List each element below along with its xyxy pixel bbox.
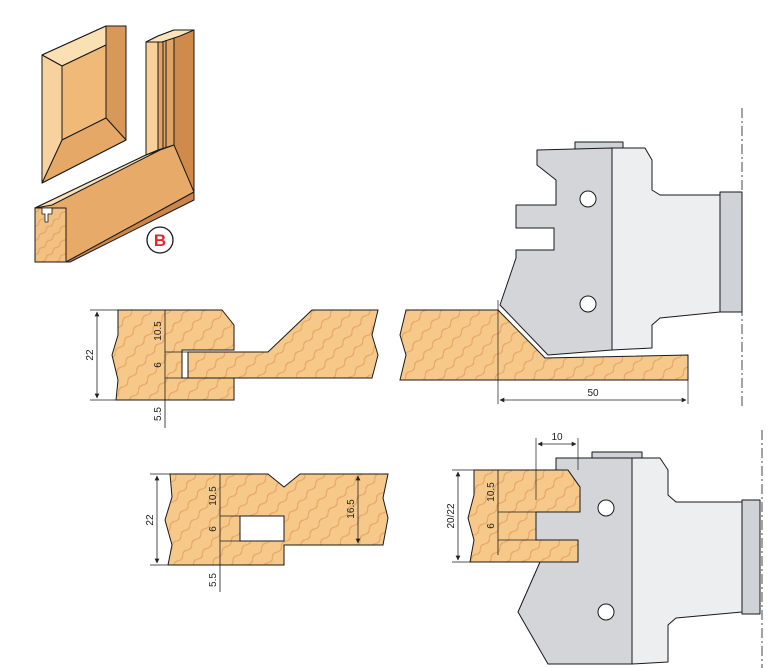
- bottom-cutter-width-label: 10: [551, 432, 563, 443]
- bottom-lower-offset-label: 5.5: [208, 573, 219, 587]
- top-groove-label: 6: [153, 362, 164, 368]
- badge-label: B: [154, 231, 166, 250]
- bottom-groove-label: 6: [208, 526, 219, 532]
- top-height-label: 22: [85, 349, 96, 361]
- top-right-cutter: [499, 108, 743, 408]
- bottom-left-profile: [150, 473, 389, 592]
- bottom-cutter-groove-label: 6: [486, 523, 497, 529]
- top-upper-offset-label: 10.5: [153, 321, 164, 341]
- bottom-tenon-height-label: 16.5: [346, 499, 357, 519]
- top-reach-label: 50: [587, 388, 599, 399]
- profile-badge: B: [146, 226, 174, 254]
- bottom-right-cutter: [517, 430, 763, 668]
- bottom-cutter-upper-label: 10.5: [486, 482, 497, 502]
- bottom-height-label: 22: [145, 514, 156, 526]
- top-reach-dimension: [497, 300, 689, 404]
- top-left-profile: [90, 309, 379, 428]
- top-lower-offset-label: 5.5: [153, 407, 164, 421]
- bottom-upper-offset-label: 10.5: [208, 486, 219, 506]
- bottom-cutter-width-dimension: [535, 438, 579, 500]
- frame-3d-illustration: [34, 25, 195, 263]
- bottom-stock-range-label: 20/22: [446, 503, 457, 528]
- horizontal-rail: [34, 144, 195, 263]
- raised-panel: [41, 25, 127, 184]
